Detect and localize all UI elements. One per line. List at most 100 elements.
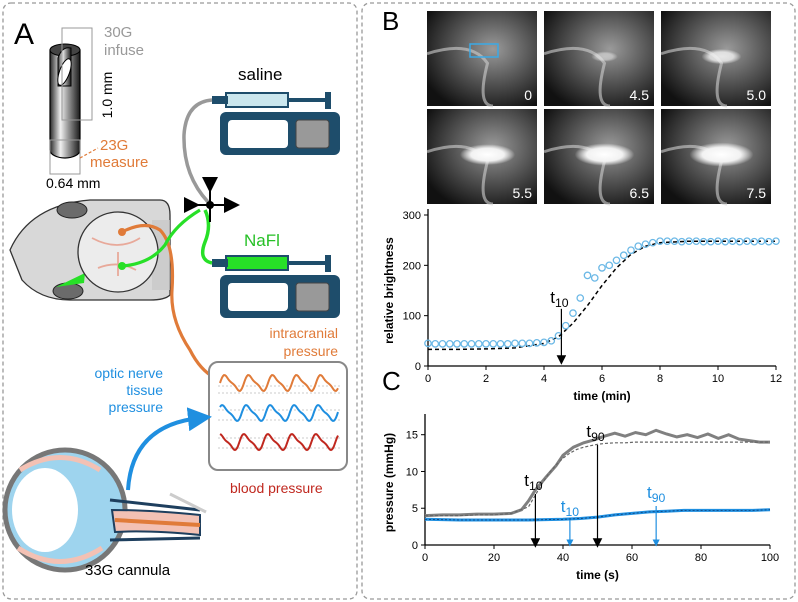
data-point — [511, 339, 519, 348]
data-point — [605, 261, 614, 270]
data-point — [482, 340, 490, 348]
dye-signal — [591, 51, 618, 62]
y-axis-label: pressure (mmHg) — [382, 433, 396, 532]
saline-label: saline — [238, 65, 282, 84]
x-tick-label: 6 — [599, 373, 605, 385]
data-point — [445, 340, 454, 348]
image-frame-1: 4.5 — [543, 11, 654, 108]
annotation-label: t90 — [647, 483, 666, 505]
bp-trace — [219, 433, 339, 452]
data-point — [503, 340, 512, 348]
needle-measure-label: measure — [90, 154, 148, 171]
needle-infuse-label: infuse — [104, 42, 144, 59]
x-axis-label: time (min) — [573, 389, 630, 403]
data-point — [641, 240, 650, 249]
data-point — [772, 237, 780, 246]
series-line-0 — [424, 428, 770, 518]
y-tick-label: 100 — [403, 311, 421, 323]
roi-box — [469, 43, 499, 58]
x-tick-label: 60 — [626, 552, 638, 564]
frame-time-label: 7.5 — [747, 185, 767, 201]
data-point — [706, 237, 715, 246]
saline-pump — [212, 92, 340, 155]
data-point — [612, 256, 621, 265]
y-tick-label: 10 — [406, 466, 418, 478]
dye-tubing — [200, 209, 213, 265]
data-point — [424, 339, 432, 348]
data-point — [460, 340, 469, 348]
needle-gauge-30g-label: 30G — [104, 24, 132, 41]
image-frame-0: 0 — [426, 11, 537, 108]
image-frame-3: 5.5 — [426, 109, 537, 206]
x-tick-label: 8 — [657, 373, 663, 385]
bp-label: blood pressure — [230, 480, 323, 496]
pressure-traces-box — [208, 361, 348, 471]
fit-curve — [428, 240, 776, 351]
dye-signal — [459, 144, 516, 166]
data-point — [692, 237, 701, 246]
panel-c-label: C — [382, 366, 401, 396]
panel-a-label: A — [14, 18, 34, 51]
data-point — [714, 237, 722, 246]
data-point — [699, 237, 708, 246]
data-point — [670, 237, 679, 246]
data-point — [598, 263, 606, 272]
onp-trace — [219, 404, 339, 422]
eye-cross-section — [2, 447, 207, 573]
needle-gauge-23g-label: 23G — [100, 137, 128, 154]
x-tick-label: 10 — [712, 373, 724, 385]
data-point — [757, 237, 766, 246]
cannula-label: 33G cannula — [85, 562, 171, 579]
data-point — [547, 336, 556, 345]
frame-time-label: 5.0 — [747, 87, 767, 103]
data-point — [569, 309, 577, 317]
data-point — [677, 237, 686, 246]
x-tick-label: 0 — [425, 373, 431, 385]
data-point — [627, 246, 635, 255]
frame-time-label: 0 — [524, 87, 532, 103]
y-tick-label: 200 — [403, 260, 421, 272]
data-point — [728, 237, 737, 246]
data-point — [590, 274, 599, 282]
needle-diameter-label: 0.64 mm — [46, 175, 100, 191]
icp-label-line2: pressure — [284, 343, 339, 359]
dye-signal — [701, 49, 742, 65]
annotation-label: t90 — [586, 422, 605, 444]
data-point — [467, 340, 476, 348]
data-point — [431, 340, 440, 348]
dye-signal — [689, 142, 754, 167]
data-point — [750, 237, 759, 246]
data-point — [663, 237, 672, 246]
x-tick-label: 2 — [483, 373, 489, 385]
y-tick-label: 300 — [403, 210, 421, 222]
frame-time-label: 4.5 — [630, 87, 650, 103]
onp-label-line2: tissue — [126, 382, 163, 398]
x-tick-label: 100 — [761, 552, 779, 564]
data-point — [685, 237, 693, 246]
data-point — [554, 331, 563, 340]
data-point — [438, 340, 447, 348]
icp-label-line1: intracranial — [270, 325, 338, 341]
data-point — [634, 242, 643, 251]
x-tick-label: 80 — [695, 552, 707, 564]
data-point — [656, 237, 664, 246]
data-point — [496, 340, 505, 348]
panel-a-frame — [2, 2, 358, 600]
needle-23g-leader — [79, 147, 99, 159]
series-line-1 — [425, 441, 770, 517]
data-point — [561, 321, 570, 330]
data-point — [518, 339, 527, 348]
onp-label-line1: optic nerve — [95, 365, 164, 381]
onp-label-line3: pressure — [109, 399, 164, 415]
x-tick-label: 12 — [770, 373, 782, 385]
data-point — [648, 238, 657, 247]
y-axis-label: relative brightness — [382, 237, 396, 344]
x-tick-label: 4 — [541, 373, 547, 385]
dye-label: NaFl — [244, 231, 280, 250]
frame-time-label: 5.5 — [513, 185, 533, 201]
blue-fit-line — [424, 509, 771, 521]
annotation-label: t10 — [550, 288, 569, 310]
